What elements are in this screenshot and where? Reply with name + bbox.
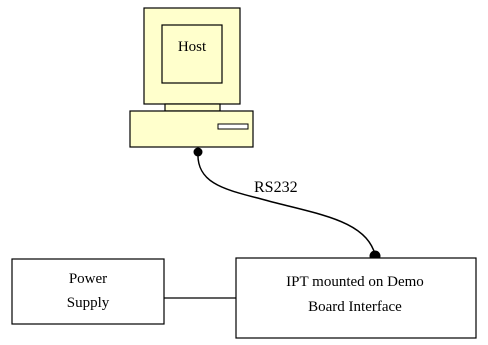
- rs232-cable: [197, 151, 377, 259]
- power-supply-box: [11, 258, 165, 325]
- desktop-computer-icon: [129, 7, 254, 148]
- ipt-demo-board-box: [235, 257, 477, 339]
- monitor-screen: [161, 24, 223, 84]
- host-computer: Host: [129, 7, 254, 148]
- power-supply-block: Power Supply: [11, 258, 165, 325]
- host-connector-dot: [193, 147, 203, 157]
- power-supply-label-line1: Power: [69, 271, 107, 287]
- monitor-stand: [164, 103, 221, 112]
- ipt-demo-board-block: IPT mounted on Demo Board Interface: [235, 257, 477, 339]
- power-supply-label-line2: Supply: [67, 295, 110, 311]
- ipt-label-line1: IPT mounted on Demo: [286, 274, 424, 290]
- ipt-label-line2: Board Interface: [308, 299, 402, 315]
- drive-slot-icon: [217, 123, 249, 130]
- rs232-connection: RS232: [193, 147, 381, 262]
- rs232-label: RS232: [254, 179, 298, 196]
- host-label: Host: [178, 39, 207, 55]
